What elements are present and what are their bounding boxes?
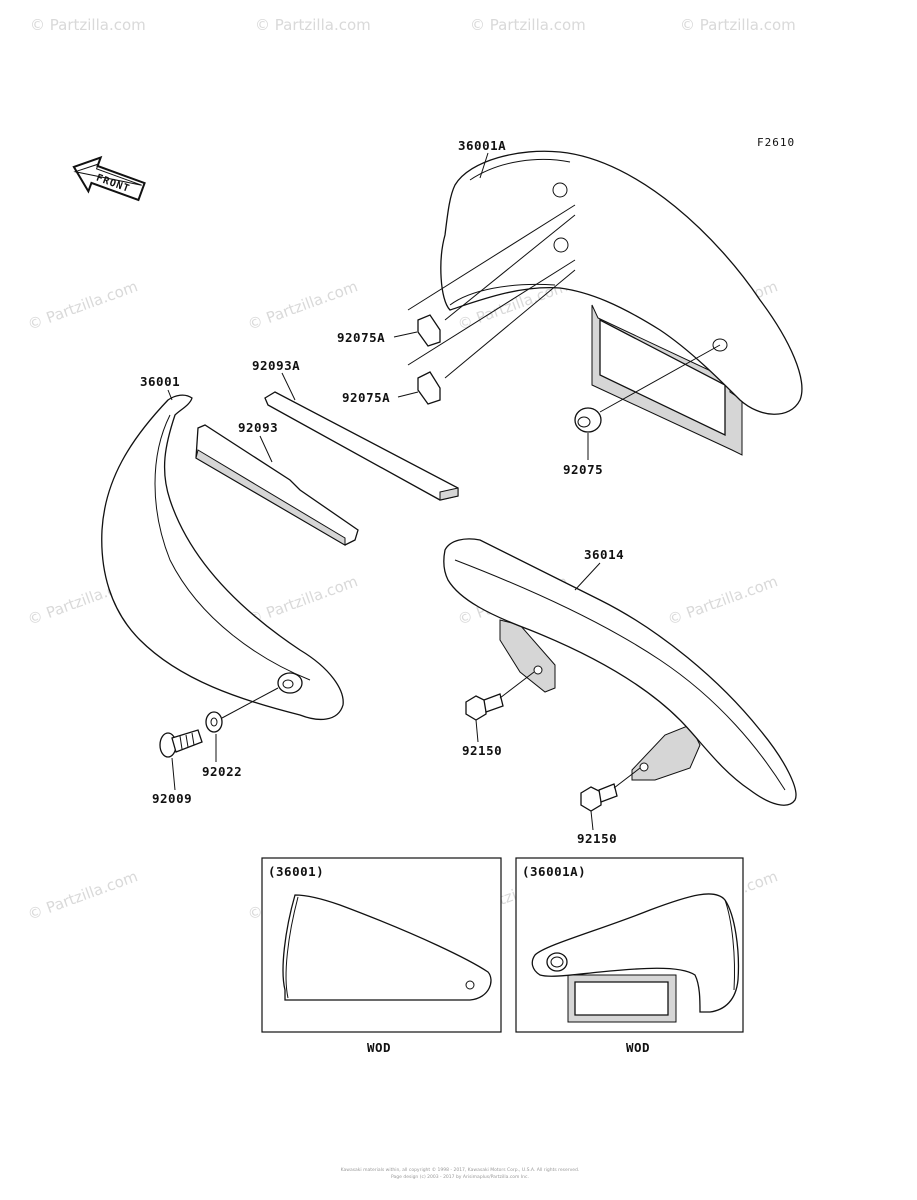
front-direction-arrow: FRONT: [72, 155, 146, 202]
callout-92150-upper: 92150: [462, 743, 502, 758]
watermark: © Partzilla.com: [25, 867, 140, 924]
inset-36001-variant: (36001): [261, 857, 502, 1033]
callout-36001: 36001: [140, 374, 180, 389]
grommet-92075A-upper: [417, 314, 441, 347]
figure-code: F2610: [757, 136, 795, 149]
watermark: © Partzilla.com: [30, 16, 146, 34]
bolt-92150-lower: [580, 783, 618, 812]
callout-92009: 92009: [152, 791, 192, 806]
watermark: © Partzilla.com: [665, 572, 780, 629]
inset-36001A-variant: (36001A): [515, 857, 744, 1033]
part-36014-chain-cover: [443, 538, 797, 806]
callout-92093A: 92093A: [252, 358, 300, 373]
watermark: © Partzilla.com: [25, 277, 140, 334]
strip-92093A: [264, 391, 459, 501]
inset-label: (36001A): [522, 864, 586, 879]
callout-92093: 92093: [238, 420, 278, 435]
watermark: © Partzilla.com: [680, 16, 796, 34]
inset-caption: WOD: [626, 1040, 650, 1055]
strip-92093: [195, 424, 359, 546]
watermark: © Partzilla.com: [255, 16, 371, 34]
callout-92150-lower: 92150: [577, 831, 617, 846]
callout-92022: 92022: [202, 764, 242, 779]
footer-design-credit: Page design (c) 2003 - 2017 by Arisimapl…: [391, 1174, 529, 1180]
watermark: © Partzilla.com: [245, 572, 360, 629]
part-36001-left-cover: [101, 394, 344, 721]
bolt-92150-upper: [465, 693, 504, 721]
callout-92075: 92075: [563, 462, 603, 477]
inset-label: (36001): [268, 864, 324, 879]
callout-36001A: 36001A: [458, 138, 506, 153]
watermark: © Partzilla.com: [470, 16, 586, 34]
callout-36014: 36014: [584, 547, 624, 562]
callout-92075A-upper: 92075A: [337, 330, 385, 345]
inset-caption: WOD: [367, 1040, 391, 1055]
screw-92009: [159, 729, 203, 758]
grommet-92075: [574, 407, 602, 433]
grommet-92075A-lower: [417, 371, 441, 405]
footer-copyright: Kawasaki materials within, all copyright…: [341, 1166, 580, 1173]
callout-92075A-lower: 92075A: [342, 390, 390, 405]
washer-92022: [205, 711, 223, 733]
watermark: © Partzilla.com: [245, 277, 360, 334]
